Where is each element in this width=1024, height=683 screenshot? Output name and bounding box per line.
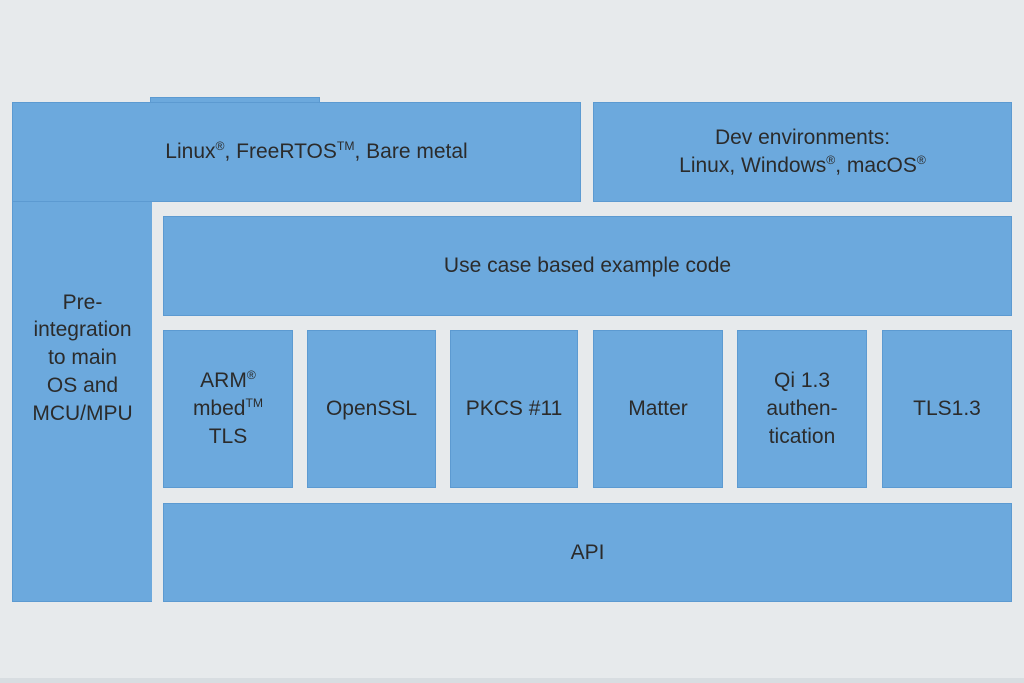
box-os-support: Linux®, FreeRTOSTM, Bare metal [12,102,581,202]
pre-integration-label-line: Pre- [62,290,103,314]
use-case-label: Use case based example code [443,254,732,278]
box-tls13: TLS1.3 [882,330,1012,488]
registered-trademark-symbol: ® [215,139,225,154]
dev-environments-os-list: Linux, Windows®, macOS® [679,153,926,177]
matter-label: Matter [628,397,688,421]
tls13-label: TLS1.3 [913,397,981,421]
pre-integration-label-line: integration [33,318,132,342]
os-support-label: Linux®, FreeRTOSTM, Bare metal [165,139,468,164]
trademark-symbol: TM [336,139,355,154]
pkcs11-label: PKCS #11 [465,397,563,421]
api-label: API [570,540,605,564]
arm-mbed-tls-label-line: ARM® [200,368,256,393]
box-pkcs11: PKCS #11 [450,330,578,488]
box-qi-authentication: Qi 1.3 authen- tication [737,330,867,488]
bottom-divider-line [0,678,1024,683]
registered-trademark-symbol: ® [826,153,836,167]
box-api: API [163,503,1012,602]
box-pre-integration: Pre- integration to main OS and MCU/MPU [12,102,152,602]
qi-authentication-label-line: authen- [766,397,838,421]
pre-integration-label-line: OS and [46,373,119,397]
pre-integration-label-line: to main [48,346,117,370]
box-dev-environments: Dev environments: Linux, Windows®, macOS… [593,102,1012,202]
trademark-symbol: TM [245,396,264,411]
qi-authentication-label-line: Qi 1.3 [773,369,831,393]
registered-trademark-symbol: ® [246,368,256,383]
arm-mbed-tls-label-line: mbedTM [192,396,264,421]
box-matter: Matter [593,330,723,488]
box-use-case-example-code: Use case based example code [163,216,1012,316]
box-openssl: OpenSSL [307,330,436,488]
registered-trademark-symbol: ® [916,153,926,167]
qi-authentication-label-line: tication [768,424,836,448]
dev-environments-title: Dev environments: [714,126,891,150]
box-arm-mbed-tls: ARM® mbedTM TLS [163,330,293,488]
pre-integration-label-line: MCU/MPU [32,401,133,425]
arm-mbed-tls-label-line: TLS [208,424,248,448]
openssl-label: OpenSSL [325,397,418,421]
